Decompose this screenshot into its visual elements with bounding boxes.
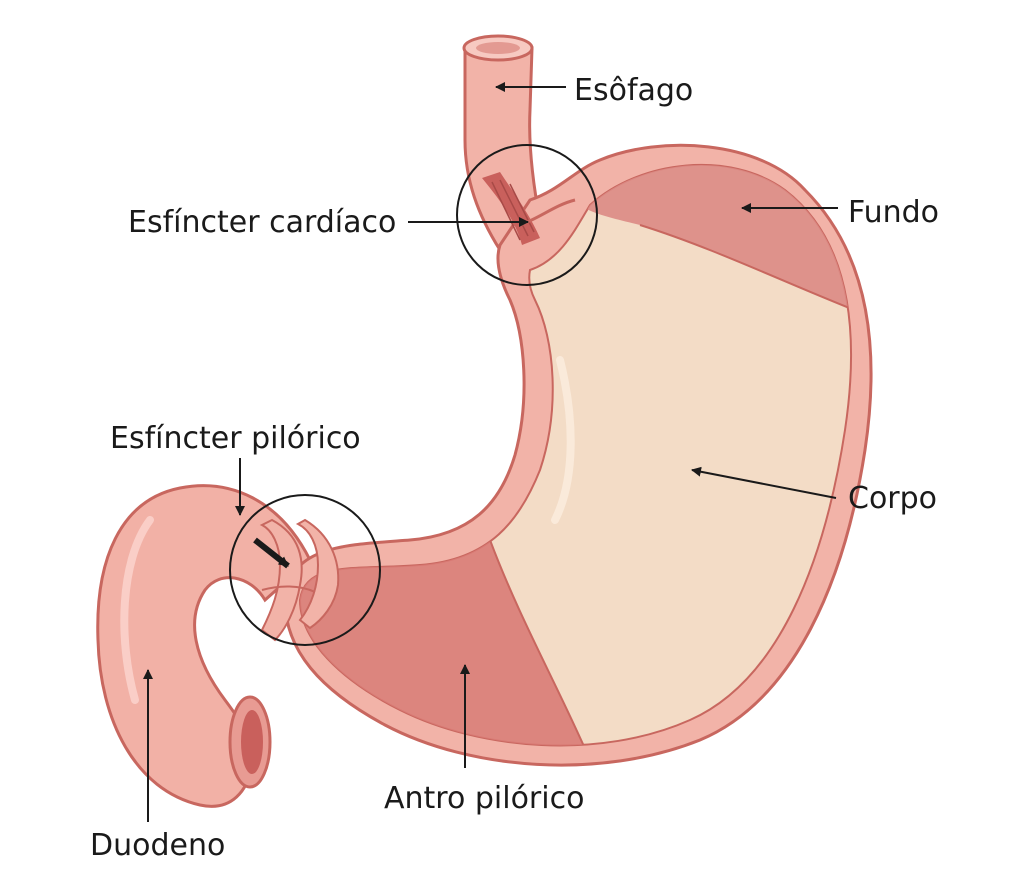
label-esofago: Esôfago	[574, 73, 693, 108]
leader-corpo	[691, 466, 837, 499]
label-corpo: Corpo	[848, 481, 937, 516]
pyloric-sphincter-highlight-circle	[229, 494, 381, 646]
duodenum	[96, 484, 312, 808]
pyloric-flow-arrow	[253, 537, 290, 569]
stomach	[259, 143, 873, 767]
pyloric-sphincter	[259, 518, 340, 642]
label-esfincter-pilorico: Esfíncter pilórico	[110, 421, 361, 456]
duodenum-tube	[96, 484, 312, 808]
label-duodeno: Duodeno	[90, 828, 225, 863]
label-antro-pilorico: Antro pilórico	[384, 781, 584, 816]
label-fundo: Fundo	[848, 195, 939, 230]
label-esfincter-cardiaco: Esfíncter cardíaco	[128, 205, 396, 240]
cardiac-sphincter-highlight-circle	[456, 144, 598, 286]
